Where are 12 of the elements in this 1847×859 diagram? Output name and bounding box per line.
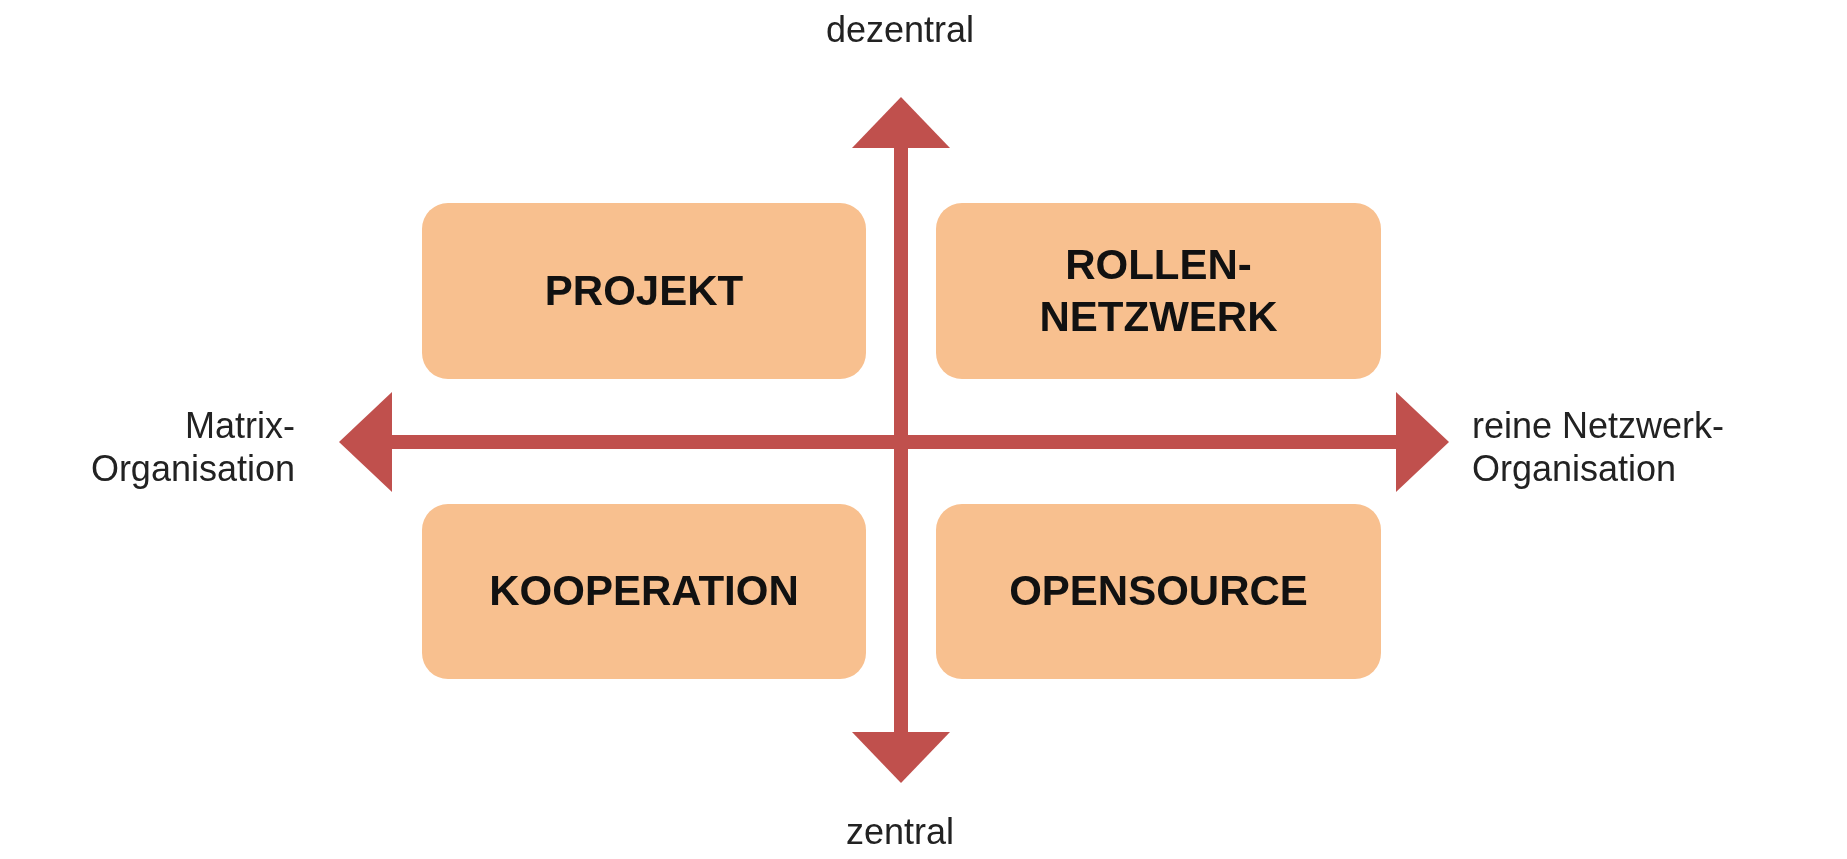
quadrant-label: PROJEKT: [544, 265, 744, 316]
axis-label: Matrix- Organisation: [89, 404, 295, 491]
axis-label: reine Netzwerk- Organisation: [1472, 404, 1726, 491]
quadrant-label: OPENSOURCE: [1009, 566, 1308, 617]
quadrant-label: ROLLEN- NETZWERK: [1038, 239, 1279, 342]
quadrant-box: [422, 504, 866, 679]
axis-label: dezentral: [824, 8, 976, 52]
quadrant-box: [936, 504, 1381, 679]
quadrant-label: KOOPERATION: [489, 566, 799, 617]
quadrant-box: [422, 203, 866, 379]
axis-label: zentral: [844, 810, 956, 854]
quadrant-box: [936, 203, 1381, 379]
